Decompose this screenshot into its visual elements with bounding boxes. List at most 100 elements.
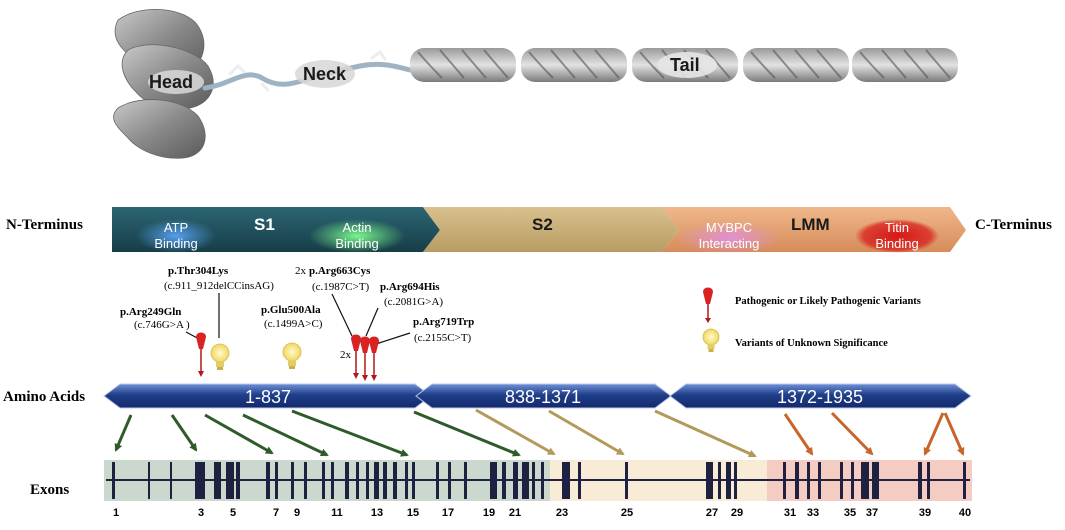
- exon-block: [226, 462, 234, 499]
- exon-block: [170, 462, 172, 499]
- exon-number-label: 40: [959, 507, 971, 519]
- exon-block: [718, 462, 721, 499]
- vus-bulb-icon: [210, 343, 230, 370]
- exon-block: [448, 462, 451, 499]
- exon-block: [783, 462, 786, 499]
- variant-cdna: (c.746G>A ): [134, 319, 190, 331]
- variant-label: p.Arg663Cys: [309, 265, 371, 277]
- mapping-arrows: [114, 408, 965, 458]
- aa-range-label: 838-1371: [505, 387, 581, 407]
- exon-block: [356, 462, 359, 499]
- exon-number-label: 27: [706, 507, 718, 519]
- exon-block: [795, 462, 799, 499]
- aa-range-label: 1-837: [245, 387, 291, 407]
- exon-number-label: 33: [807, 507, 819, 519]
- exon-number-label: 5: [230, 507, 236, 519]
- atp-binding-label-2: Binding: [154, 236, 197, 251]
- aa-range-label: 1372-1935: [777, 387, 863, 407]
- exon-block: [840, 462, 843, 499]
- tail-label: Tail: [670, 55, 700, 75]
- exon-block: [918, 462, 922, 499]
- exon-block: [541, 462, 544, 499]
- variant-count-label: 2x: [340, 349, 352, 361]
- variant-label: p.Thr304Lys: [168, 265, 229, 277]
- vus-bulb-icon: [282, 342, 302, 369]
- titin-label-2: Binding: [875, 236, 918, 251]
- mybpc-label-2: Interacting: [699, 236, 760, 251]
- exon-block: [236, 462, 240, 499]
- exon-block: [513, 462, 518, 499]
- exon-block: [412, 462, 415, 499]
- exon-block: [464, 462, 467, 499]
- exon-block: [502, 462, 506, 499]
- exon-block: [927, 462, 930, 499]
- exon-block: [872, 462, 879, 499]
- s1-label: S1: [254, 215, 275, 234]
- exon-block: [490, 462, 497, 499]
- exon-number-label: 23: [556, 507, 568, 519]
- exon-block: [625, 462, 628, 499]
- exon-block: [532, 462, 535, 499]
- neck-label: Neck: [303, 64, 347, 84]
- exon-block: [393, 462, 397, 499]
- exon-block: [148, 462, 150, 499]
- exon-block: [436, 462, 439, 499]
- variant-cdna: (c.1987C>T): [312, 281, 370, 293]
- exon-block: [345, 462, 349, 499]
- exon-number-label: 11: [331, 507, 343, 519]
- amino-acids-label: Amino Acids: [3, 389, 85, 405]
- aa-range-segment: [669, 383, 972, 409]
- domain-s2: [423, 207, 679, 252]
- exon-number-label: 37: [866, 507, 878, 519]
- exon-block: [383, 462, 387, 499]
- exon-block: [562, 462, 570, 499]
- exon-block: [706, 462, 713, 499]
- exon-block: [275, 462, 278, 499]
- atp-binding-label-1: ATP: [164, 220, 188, 235]
- tail-coiled-coil: Tail: [410, 48, 958, 82]
- pathogenic-dart-icon: [703, 287, 713, 323]
- exon-number-label: 7: [273, 507, 279, 519]
- domain-bar: N-Terminus C-Terminus S1 S2 LMM ATP Bind…: [6, 207, 1052, 254]
- exon-block: [726, 462, 731, 499]
- variant-cdna: (c.2081G>A): [384, 296, 443, 308]
- exon-block: [734, 462, 737, 499]
- actin-binding-label-1: Actin: [343, 220, 372, 235]
- exon-block: [807, 462, 810, 499]
- exon-block: [374, 462, 379, 499]
- exon-block: [304, 462, 307, 499]
- pathogenic-dart-icon: [351, 334, 361, 379]
- mybpc-label-1: MYBPC: [706, 220, 752, 235]
- exon-number-label: 1: [113, 507, 119, 519]
- exon-number-label: 15: [407, 507, 419, 519]
- exon-number-label: 9: [294, 507, 300, 519]
- c-terminus-label: C-Terminus: [975, 217, 1052, 233]
- exon-block: [291, 462, 294, 499]
- legend-vus-label: Variants of Unknown Significance: [735, 338, 888, 349]
- exon-number-label: 17: [442, 507, 454, 519]
- vus-bulb-icon: [702, 328, 720, 352]
- exon-number-label: 31: [784, 507, 796, 519]
- variant-label: p.Arg719Trp: [413, 316, 474, 328]
- variant-cdna: (c.2155C>T): [414, 332, 472, 344]
- legend: Pathogenic or Likely Pathogenic Variants…: [702, 287, 921, 352]
- exon-number-label: 13: [371, 507, 383, 519]
- exon-blocks: [112, 462, 966, 499]
- variant-cdna: (c.911_912delCCinsAG): [164, 280, 274, 292]
- exon-number-label: 21: [509, 507, 521, 519]
- exon-number-label: 25: [621, 507, 633, 519]
- head-lobe-lower: [113, 99, 206, 159]
- pathogenic-dart-icon: [360, 336, 370, 381]
- exon-block: [522, 462, 529, 499]
- s2-label: S2: [532, 215, 553, 234]
- pathogenic-dart-icon: [369, 336, 379, 381]
- exon-number-label: 29: [731, 507, 743, 519]
- variant-label: p.Arg694His: [380, 281, 440, 293]
- exon-block: [963, 462, 966, 499]
- variant-prefix: 2x: [295, 265, 307, 277]
- pathogenic-dart-icon: [196, 332, 206, 377]
- exon-block: [195, 462, 205, 499]
